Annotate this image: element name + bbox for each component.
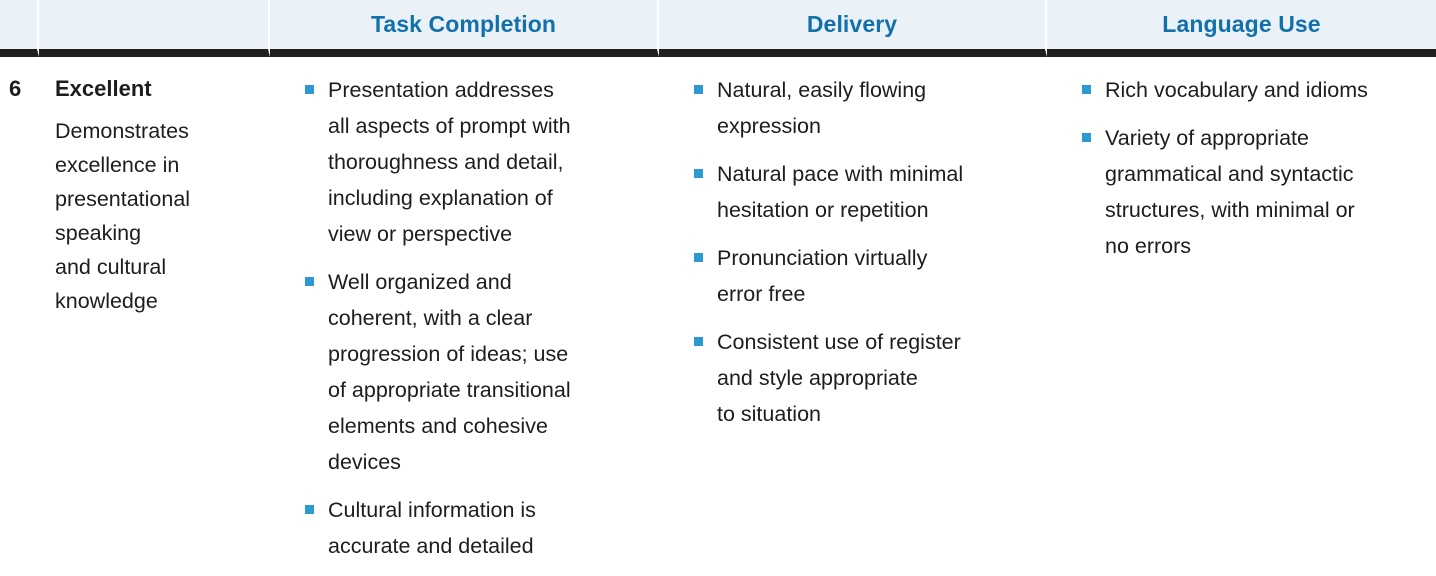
level-cell: Excellent Demonstrates excellence in pre… bbox=[39, 57, 270, 576]
delivery-list: Natural, easily flowing expression Natur… bbox=[659, 72, 1047, 432]
bullet-square-icon bbox=[305, 85, 314, 94]
list-item-text: Presentation addresses all aspects of pr… bbox=[328, 78, 571, 246]
header-row: Task Completion Delivery Language Use bbox=[0, 0, 1436, 57]
list-item-text: Rich vocabulary and idioms bbox=[1105, 78, 1368, 102]
score-cell: 6 bbox=[0, 57, 39, 576]
language-use-list: Rich vocabulary and idioms Variety of ap… bbox=[1047, 72, 1436, 264]
bullet-square-icon bbox=[694, 253, 703, 262]
list-item-text: Cultural information is accurate and det… bbox=[328, 498, 536, 558]
delivery-cell: Natural, easily flowing expression Natur… bbox=[659, 57, 1047, 576]
list-item-text: Pronunciation virtually error free bbox=[717, 246, 928, 306]
bullet-square-icon bbox=[694, 169, 703, 178]
bullet-square-icon bbox=[1082, 133, 1091, 142]
list-item: Pronunciation virtually error free bbox=[694, 240, 1033, 312]
bullet-square-icon bbox=[305, 277, 314, 286]
task-completion-list: Presentation addresses all aspects of pr… bbox=[270, 72, 659, 564]
column-header-label: Delivery bbox=[806, 11, 898, 37]
language-use-cell: Rich vocabulary and idioms Variety of ap… bbox=[1047, 57, 1436, 576]
column-header-delivery: Delivery bbox=[659, 0, 1047, 57]
column-header-score bbox=[0, 0, 39, 57]
list-item: Natural pace with minimal hesitation or … bbox=[694, 156, 1033, 228]
list-item: Cultural information is accurate and det… bbox=[305, 492, 645, 564]
rubric-row-6: 6 Excellent Demonstrates excellence in p… bbox=[0, 57, 1436, 576]
list-item-text: Natural pace with minimal hesitation or … bbox=[717, 162, 964, 222]
bullet-square-icon bbox=[694, 85, 703, 94]
column-header-task-completion: Task Completion bbox=[270, 0, 659, 57]
list-item: Rich vocabulary and idioms bbox=[1082, 72, 1422, 108]
list-item: Presentation addresses all aspects of pr… bbox=[305, 72, 645, 252]
bullet-square-icon bbox=[694, 337, 703, 346]
column-header-label: Language Use bbox=[1162, 11, 1321, 37]
bullet-square-icon bbox=[1082, 85, 1091, 94]
column-header-label: Task Completion bbox=[370, 11, 557, 37]
column-header-language-use: Language Use bbox=[1047, 0, 1436, 57]
level-description: Demonstrates excellence in presentationa… bbox=[55, 119, 191, 313]
list-item: Variety of appropriate grammatical and s… bbox=[1082, 120, 1422, 264]
list-item: Well organized and coherent, with a clea… bbox=[305, 264, 645, 480]
list-item-text: Natural, easily flowing expression bbox=[717, 78, 927, 138]
list-item-text: Variety of appropriate grammatical and s… bbox=[1105, 126, 1355, 258]
list-item-text: Well organized and coherent, with a clea… bbox=[328, 270, 571, 474]
column-header-level bbox=[39, 0, 270, 57]
task-completion-cell: Presentation addresses all aspects of pr… bbox=[270, 57, 659, 576]
list-item-text: Consistent use of register and style app… bbox=[717, 330, 961, 426]
list-item: Consistent use of register and style app… bbox=[694, 324, 1033, 432]
score-value: 6 bbox=[9, 76, 22, 101]
bullet-square-icon bbox=[305, 505, 314, 514]
level-label: Excellent bbox=[55, 76, 152, 101]
list-item: Natural, easily flowing expression bbox=[694, 72, 1033, 144]
